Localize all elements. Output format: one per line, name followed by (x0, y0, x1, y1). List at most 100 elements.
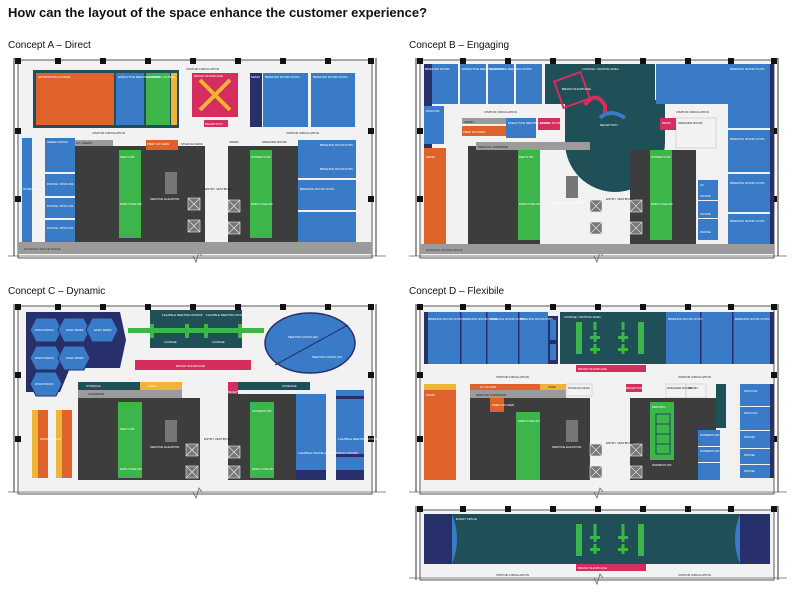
a-storage: STORAGE (23, 187, 38, 191)
a-b8b: BRIEFING ROOM 8 PPL (320, 167, 354, 171)
a-emp2: EMPLOYEE RR (251, 202, 274, 206)
d-brand: BRAND SHOWCASE (578, 367, 607, 371)
a-existing: EXISTING OFFICE SPACE (24, 247, 61, 251)
b-prep: PREP KITCHEN (463, 130, 485, 134)
a-circ-mid2: VISITOR CIRCULATION (286, 131, 319, 135)
b-br2: BRIEFING ROOM 12 PPL (730, 181, 765, 185)
a-b10: BRIEFING ROOM 10 PPL (300, 187, 335, 191)
d-circ2: VISITOR CIRCULATION (678, 375, 711, 379)
d-event: EVENT SPACE (456, 517, 477, 521)
c-chef: CHEF (148, 384, 156, 388)
d-service: SERVICE ELEVATOR (552, 445, 582, 449)
d-servcorr: SERVICE CORRIDOR (476, 393, 507, 397)
c-lounge2: LOUNGE (212, 340, 225, 344)
b-speaker: SPEAKER ROOM (678, 121, 703, 125)
b-brief-tr: BRIEFING ROOM 15 PPL (730, 67, 765, 71)
d-phone2: PHONE (744, 453, 755, 457)
a-entry: ENTRY VESTIBULE (205, 187, 232, 191)
d-lounge: LOUNGE / WAITING AREA (564, 315, 601, 319)
a-reception: RECEPTION (205, 122, 223, 126)
b-mens: MEN'S RR (519, 155, 534, 159)
b-existing: EXISTING OFFICE SPACE (426, 248, 463, 252)
c-meeting2: MEETING ROOM (20) (312, 355, 342, 359)
d-b1: BRIEFING ROOM 15 PPL (428, 317, 463, 321)
b-womens: WOMEN'S RR (651, 155, 671, 159)
d-discuss2: DISCUSS (744, 411, 757, 415)
d-prep: PREP KITCHEN (492, 403, 514, 407)
plan-concept-d: BRIEFING ROOM 15 PPL BRIEFING ROOM 15 PP… (409, 304, 787, 586)
d-b2: BRIEFING ROOM 15 PPL (463, 317, 498, 321)
a-b8a: BRIEFING ROOM 8 PPL (320, 143, 354, 147)
a-phone1: PHONE / DISCUSS (47, 182, 74, 186)
c-eb3: EXEC BRIEF (66, 356, 84, 360)
d-womens: WOMEN'S RR (652, 463, 672, 467)
d-speaker: SPEAKER ROOM (667, 386, 692, 390)
d-avcloset: AV CLOSET (480, 385, 497, 389)
d-circ3: VISITOR CIRCULATION (496, 573, 529, 577)
c-lounge1: LOUNGE (164, 340, 177, 344)
c-disc1: DISCUSSION (35, 328, 54, 332)
b-demo2: DEMO (662, 121, 672, 125)
a-service: SERVICE ELEVATOR (150, 197, 180, 201)
a-circ-top: VISITOR CIRCULATION (186, 67, 219, 71)
c-flexmeet: FLEXIBLE MEETING ROOMS (338, 437, 379, 441)
b-brand: BRAND SHOWCASE (562, 87, 591, 91)
a-exec: EXECUTIVE MEETING ROOM (118, 75, 160, 79)
b-emp2: EMPLOYEE RR (651, 202, 674, 206)
b-phone1: PHONE (700, 194, 711, 198)
c-flex1: FLEXIBLE MEETING ROOMS (162, 313, 203, 317)
a-brief1: BRIEFING ROOM 15 PPL (265, 75, 300, 79)
d-entry: ENTRY VESTIBULE (606, 441, 633, 445)
plan-concept-c: DISCUSSION EXEC BRIEF EXEC BRIEF DISCUSS… (8, 304, 386, 500)
d-reception: RECEPTION (626, 386, 644, 390)
d-employee: EMPLOYEE RR (518, 419, 541, 423)
d-chef: CHEF (548, 385, 556, 389)
d-circ1: VISITOR CIRCULATION (496, 375, 529, 379)
a-stair: STAIR ACCESS (181, 142, 203, 146)
b-discuss: DISCUSS (426, 109, 439, 113)
b-exec2: EXECUTIVE MEETING ROOM (490, 67, 532, 71)
d-womens2: WOMEN'S RR (700, 433, 720, 437)
b-admin: ADMIN (464, 120, 474, 124)
d-discuss1: DISCUSS (744, 389, 757, 393)
d-womens3: WOMEN'S RR (700, 449, 720, 453)
c-emp1: EMPLOYEE RR (120, 467, 143, 471)
c-eb2: EXEC BRIEF (94, 328, 112, 332)
b-exec1: EXECUTIVE MEETING ROOM (462, 67, 504, 71)
a-prep: PREP KITCHEN (147, 142, 169, 146)
b-lounge: LOUNGE / WAITING AREA (582, 67, 619, 71)
b-br3: BRIEFING ROOM 12 PPL (730, 219, 765, 223)
concept-b-title: Concept B – Engaging (409, 40, 510, 51)
b-conc: CONCIL ROOM (540, 121, 562, 125)
a-mens: MEN'S RR (120, 155, 135, 159)
b-emp1: EMPLOYEE RR (519, 202, 542, 206)
a-avadmin: AV / ADMIN (76, 141, 92, 145)
c-corridor: CORRIDOR (88, 392, 105, 396)
c-dining: DINING SPACE (40, 437, 61, 441)
a-morning: MORNING LOUNGE (147, 75, 175, 79)
b-service: SERVICE ELEVATOR (552, 201, 582, 205)
b-circ1: VISITOR CIRCULATION (484, 110, 517, 114)
d-b3: BRIEFING ROOM 15 PPL (490, 317, 525, 321)
a-afternoon: AFTERNOON LOUNGE (38, 75, 70, 79)
a-admin: ADMIN (229, 140, 239, 144)
c-entry: ENTRY VESTIBULE (204, 437, 231, 441)
b-brief-tl: BRIEFING ROOM (425, 67, 450, 71)
b-phone2: PHONE (700, 212, 711, 216)
concept-d-title: Concept D – Flexibile (409, 286, 505, 297)
c-storage1: STORAGE (86, 384, 101, 388)
d-phone1: PHONE (744, 435, 755, 439)
d-b5: BRIEFING ROOM 12 PPL (668, 317, 703, 321)
a-circ-mid: VISITOR CIRCULATION (92, 131, 125, 135)
d-demo: DEMO (426, 393, 436, 397)
plan-concept-a: VISITOR CIRCULATION VISITOR CIRCULATION … (8, 58, 386, 264)
b-br1: BRIEFING ROOM 12 PPL (730, 137, 765, 141)
c-flexphone: FLEXIBLE PHONE & DISCUSSION ROOMS (298, 451, 358, 455)
d-phone3: PHONE (744, 469, 755, 473)
c-reception: RECEPTION (227, 390, 245, 394)
c-brand: BRAND SHOWCASE (176, 364, 205, 368)
c-meeting1: MEETING ROOM (20) (288, 335, 318, 339)
b-phone3: PHONE (700, 230, 711, 234)
a-phone2: PHONE / DISCUSS (47, 204, 74, 208)
